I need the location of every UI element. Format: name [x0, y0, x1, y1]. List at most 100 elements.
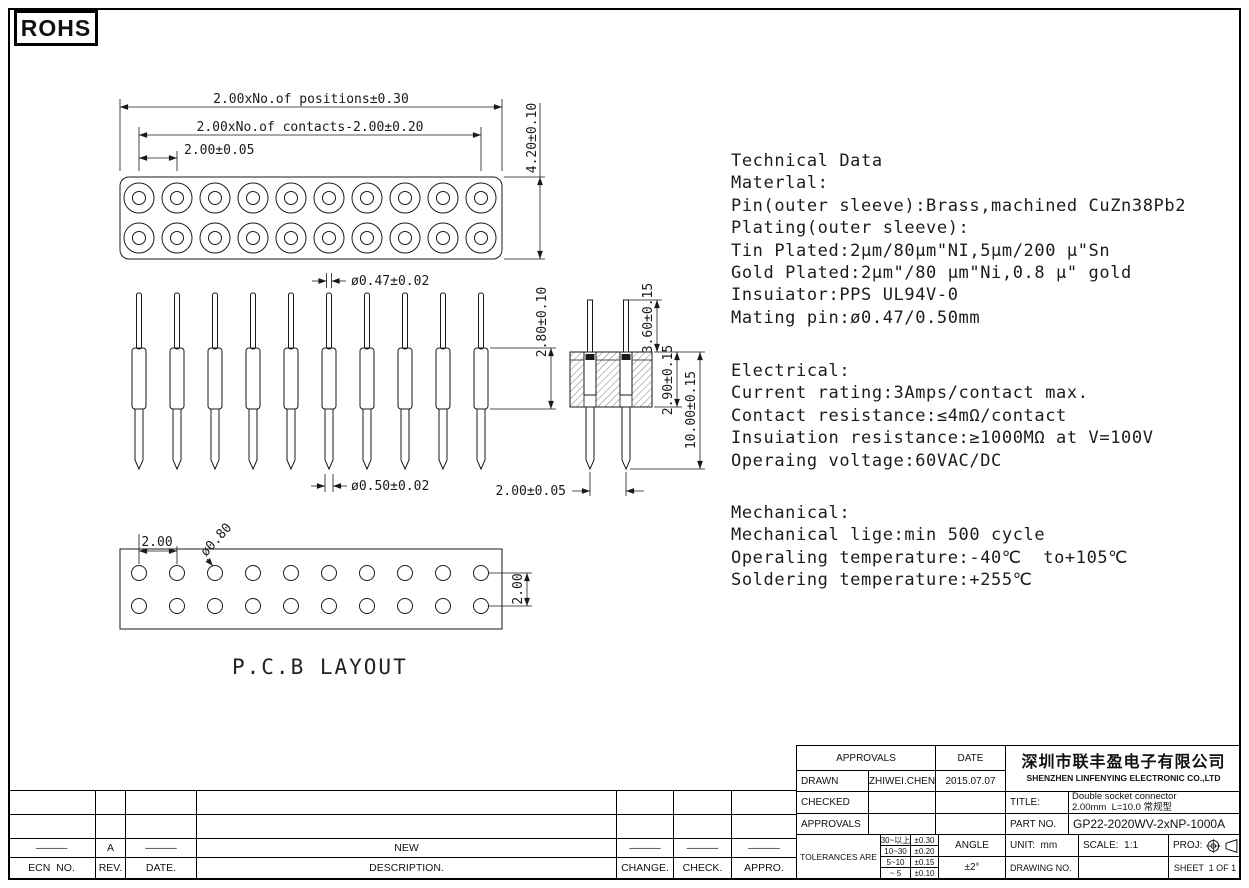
company-name-cn: 深圳市联丰盈电子有限公司 [1021, 754, 1226, 772]
drawn-date-cell: 2015.07.07 [935, 770, 1005, 791]
rev-empty-cell [616, 790, 673, 814]
pin-top [440, 292, 446, 350]
angle-value-cell: ±2° [938, 856, 1005, 878]
drawn-name-cell: ZHIWEI.CHEN [868, 770, 935, 791]
mechanical-section: Mechanical: Mechanical lige:min 500 cycl… [731, 502, 1246, 592]
pcb-hole-label: ø0.80 [198, 521, 235, 560]
rohs-label: ROHS [20, 14, 92, 41]
scale-cell: SCALE: 1:1 [1078, 834, 1168, 856]
socket-hole-inner [474, 231, 488, 245]
socket-hole-outer [123, 222, 155, 254]
tech-line: Current rating:3Amps/contact max. [731, 383, 1089, 404]
projection-symbol-icon [1206, 838, 1238, 853]
socket-hole-inner [322, 191, 336, 205]
rohs-badge: ROHS [14, 10, 98, 46]
top-view: 2.00xNo.of positions±0.30 2.00xNo.of con… [119, 92, 545, 260]
tech-line: Operaling temperature:-40℃ to+105℃ [731, 547, 1128, 568]
tech-line: Electrical: [731, 361, 851, 381]
title-value-cell: Double socket connector 2.00mm L=10.0 常规… [1068, 791, 1241, 813]
pin-tail [286, 408, 296, 471]
rev-entry-date: ——— [125, 838, 196, 857]
rev-empty-cell [616, 814, 673, 838]
rev-entry-ecn: ——— [8, 838, 95, 857]
socket-hole-outer [427, 182, 459, 214]
pin-sleeve [169, 347, 185, 410]
tol-range-cell: ~ 5 [880, 867, 910, 878]
rev-empty-cell [196, 814, 616, 838]
title-line1: Double socket connector [1072, 791, 1177, 802]
socket-hole-outer [123, 182, 155, 214]
pin-top [250, 292, 256, 350]
rev-empty-cell [731, 790, 796, 814]
socket-hole-outer [275, 182, 307, 214]
socket-hole-inner [132, 191, 146, 205]
approvals-name-cell [868, 813, 935, 834]
approvals-header-cell: APPROVALS [796, 745, 935, 770]
rev-header-date: DATE. [125, 857, 196, 878]
rev-entry-appro: ——— [731, 838, 796, 857]
dim-exposed-label: 3.60±0.15 [641, 283, 656, 353]
socket-hole-inner [208, 231, 222, 245]
pcb-hole [283, 565, 299, 581]
rev-empty-cell [95, 814, 125, 838]
pcb-hole [359, 598, 375, 614]
socket-hole-inner [474, 191, 488, 205]
tech-line: Gold Plated:2μm"/80 μm"Ni,0.8 μ" gold [731, 263, 1132, 284]
dim-contacts-label: 2.00xNo.of contacts-2.00±0.20 [197, 120, 424, 135]
pcb-row-label: 2.00 [511, 573, 526, 604]
tol-range-cell: 10~30 [880, 845, 910, 856]
socket-hole-inner [284, 231, 298, 245]
pcb-hole [283, 598, 299, 614]
pin-tail [210, 408, 220, 471]
title-line2: 2.00mm L=10.0 常规型 [1072, 801, 1173, 813]
rev-header-change: CHANGE. [616, 857, 673, 878]
tech-line: Tin Plated:2μm/80μm"NI,5μm/200 μ"Sn [731, 240, 1111, 261]
pin-tail [248, 408, 258, 471]
pcb-hole [397, 565, 413, 581]
pcb-hole [473, 598, 489, 614]
dim-pitch-label: 2.00±0.05 [184, 143, 254, 158]
socket-hole-inner [208, 191, 222, 205]
side-view-pins [131, 292, 489, 471]
pcb-hole [131, 565, 147, 581]
rev-header-description: DESCRIPTION. [196, 857, 616, 878]
pin-tail [362, 408, 372, 471]
approvals-label-cell: APPROVALS [796, 813, 868, 834]
rev-header-rev: REV. [95, 857, 125, 878]
pin-sleeve [397, 347, 413, 410]
partno-label-cell: PART NO. [1005, 813, 1068, 834]
title-block: APPROVALS DATE 深圳市联丰盈电子有限公司 SHENZHEN LIN… [796, 745, 1241, 878]
socket-hole-inner [170, 191, 184, 205]
dim-length-label: 10.00±0.15 [684, 371, 699, 449]
rev-empty-cell [8, 814, 95, 838]
rev-header-ecn: ECN NO. [8, 857, 95, 878]
technical-drawing: 2.00xNo.of positions±0.30 2.00xNo.of con… [119, 92, 705, 679]
tol-value-cell: ±0.20 [910, 845, 938, 856]
pcb-hole [245, 598, 261, 614]
pin-sleeve [473, 347, 489, 410]
side-view: ø0.47±0.02 2.80±0.10 ø0.50±0.02 [131, 273, 556, 494]
socket-hole-inner [398, 191, 412, 205]
title-label-cell: TITLE: [1005, 791, 1068, 813]
rev-entry-description: NEW [196, 838, 616, 857]
rev-empty-cell [673, 814, 731, 838]
pin-tail [172, 408, 182, 471]
socket-hole-inner [436, 191, 450, 205]
pcb-hole [169, 565, 185, 581]
approvals-date-cell [935, 813, 1005, 834]
pcb-layout-view: 2.00 ø0.80 2.00 P.C.B LAYOUT [119, 521, 532, 679]
tech-line: Insuiator:PPS UL94V-0 [731, 285, 959, 306]
partno-value-cell: GP22-2020WV-2xNP-1000A [1068, 813, 1241, 834]
tech-line: Mechanical lige:min 500 cycle [731, 525, 1046, 546]
rev-empty-cell [196, 790, 616, 814]
checked-date-cell [935, 791, 1005, 813]
pcb-layout-title: P.C.B LAYOUT [232, 655, 408, 679]
rev-empty-cell [125, 790, 196, 814]
socket-hole-inner [436, 231, 450, 245]
unit-cell: UNIT: mm [1005, 834, 1078, 856]
pcb-hole [131, 598, 147, 614]
dim-pin-bottom-label: ø0.50±0.02 [351, 479, 429, 494]
rev-empty-cell [95, 790, 125, 814]
pin-top [212, 292, 218, 350]
pin-sleeve [131, 347, 147, 410]
